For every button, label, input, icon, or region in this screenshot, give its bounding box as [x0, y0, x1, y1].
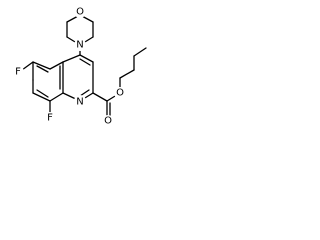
atom-label-ring-nitrogen: N	[76, 97, 83, 108]
atom-labels: O N N F F O O	[12, 6, 126, 127]
bond	[49, 61, 64, 70]
bond	[62, 54, 81, 63]
double-bond-inner	[36, 89, 49, 98]
double-bond-inner	[36, 65, 49, 73]
atom-label-ester-oxygen: O	[116, 88, 124, 99]
bond	[133, 47, 147, 57]
bond	[79, 54, 94, 63]
bond	[119, 69, 135, 79]
chemical-structure: O N N F F O O	[12, 6, 147, 127]
atom-label-carbonyl-oxygen: O	[104, 116, 112, 127]
bond	[92, 92, 108, 102]
atom-label-fluorine-8: F	[47, 113, 53, 124]
bond	[32, 61, 51, 70]
bond-c6-fluorine	[21, 61, 34, 71]
double-bond-inner	[79, 58, 91, 66]
quinoline-pyridine-ring	[62, 54, 94, 102]
atom-label-fluorine-6: F	[15, 67, 21, 78]
bond	[32, 92, 51, 102]
atom-label-morpholine-nitrogen: N	[76, 40, 83, 51]
bond	[49, 92, 64, 102]
quinoline-benzo-ring	[32, 61, 64, 102]
double-bond-inner	[79, 89, 90, 97]
butyl-ester-chain	[92, 47, 147, 118]
atom-label-morpholine-oxygen: O	[76, 7, 84, 18]
